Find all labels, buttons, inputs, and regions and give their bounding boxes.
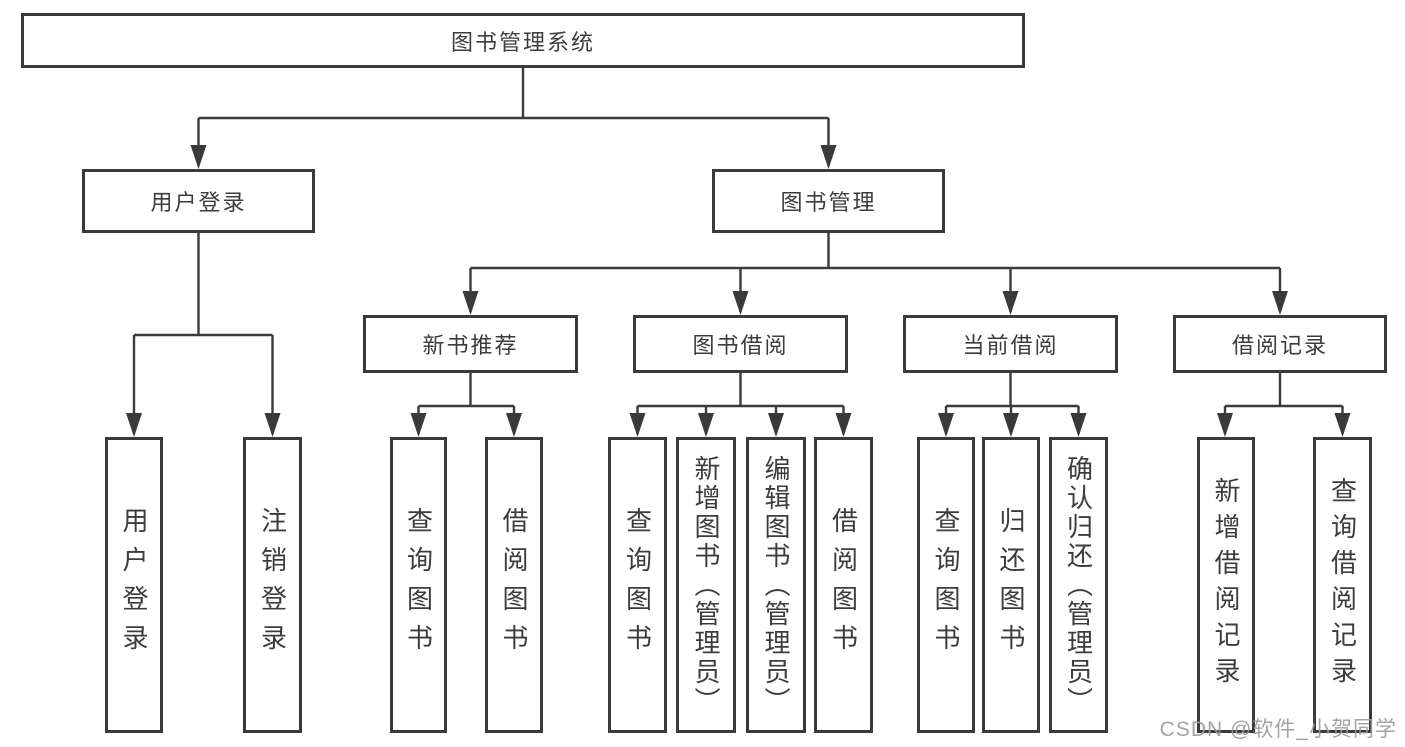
node-current-borrowing: 当前借阅 — [903, 315, 1118, 373]
leaf-label: 确认归还（管理员） — [1063, 454, 1094, 716]
arrowhead-icon — [1272, 291, 1288, 315]
node-label: 当前借阅 — [962, 333, 1059, 358]
arrowhead-icon — [506, 413, 522, 437]
arrowhead-icon — [629, 413, 646, 437]
arrowhead-icon — [820, 145, 837, 169]
arrowhead-icon — [1003, 413, 1019, 437]
arrowhead-icon — [264, 413, 281, 437]
leaf-query-books-1: 查询图书 — [390, 437, 447, 733]
leaf-label: 查询图书 — [931, 507, 961, 663]
node-label: 图书管理 — [780, 190, 877, 215]
arrowhead-icon — [410, 413, 427, 437]
node-label: 用户登录 — [150, 190, 247, 215]
leaf-label: 用户登录 — [119, 507, 149, 663]
leaf-label: 注销登录 — [257, 507, 288, 663]
leaf-add-book-admin: 新增图书（管理员） — [676, 437, 736, 733]
csdn-watermark: CSDN @软件_小贺同学 — [1159, 718, 1397, 741]
node-root-system: 图书管理系统 — [21, 13, 1025, 68]
node-label: 借阅记录 — [1231, 333, 1328, 358]
arrowhead-icon — [732, 291, 749, 315]
arrowhead-icon — [462, 291, 479, 315]
leaf-label: 新增图书（管理员） — [691, 454, 721, 716]
leaf-label: 借阅图书 — [828, 507, 859, 663]
node-label: 新书推荐 — [422, 333, 519, 358]
arrowhead-icon — [835, 413, 852, 437]
leaf-confirm-return-admin: 确认归还（管理员） — [1049, 437, 1108, 733]
connector-lines — [132, 68, 1344, 434]
arrowhead-icon — [1070, 413, 1087, 437]
leaf-label: 查询借阅记录 — [1327, 477, 1358, 693]
leaf-edit-book-admin: 编辑图书（管理员） — [746, 437, 806, 733]
leaf-label: 查询图书 — [403, 507, 434, 663]
arrowhead-icon — [1217, 413, 1233, 437]
arrowhead-icon — [768, 413, 784, 437]
leaf-label: 编辑图书（管理员） — [761, 454, 791, 716]
arrowhead-icon — [1002, 291, 1019, 315]
arrowhead-icon — [190, 145, 207, 169]
leaf-label: 查询图书 — [622, 507, 653, 663]
leaf-borrow-books-2: 借阅图书 — [814, 437, 873, 733]
leaf-borrow-books-1: 借阅图书 — [485, 437, 543, 733]
arrowhead-icon — [1334, 413, 1351, 437]
node-user-login: 用户登录 — [82, 169, 315, 233]
leaf-user-login: 用户登录 — [105, 437, 163, 733]
leaf-logout: 注销登录 — [243, 437, 302, 733]
node-label: 图书管理系统 — [450, 29, 595, 55]
arrowhead-icon — [126, 413, 142, 437]
leaf-query-books-2: 查询图书 — [608, 437, 667, 733]
leaf-label: 新增借阅记录 — [1211, 477, 1241, 693]
node-book-borrowing: 图书借阅 — [633, 315, 848, 373]
leaf-return-books: 归还图书 — [982, 437, 1040, 733]
leaf-label: 归还图书 — [996, 507, 1026, 663]
node-book-management: 图书管理 — [712, 169, 945, 233]
leaf-add-borrow-record: 新增借阅记录 — [1197, 437, 1255, 733]
node-borrowing-records: 借阅记录 — [1173, 315, 1387, 373]
leaf-query-books-3: 查询图书 — [917, 437, 975, 733]
arrowhead-icon — [938, 413, 954, 437]
leaf-query-borrow-record: 查询借阅记录 — [1313, 437, 1372, 733]
arrowhead-icon — [698, 413, 714, 437]
leaf-label: 借阅图书 — [499, 507, 529, 663]
node-label: 图书借阅 — [692, 333, 789, 358]
node-new-book-recommend: 新书推荐 — [363, 315, 578, 373]
